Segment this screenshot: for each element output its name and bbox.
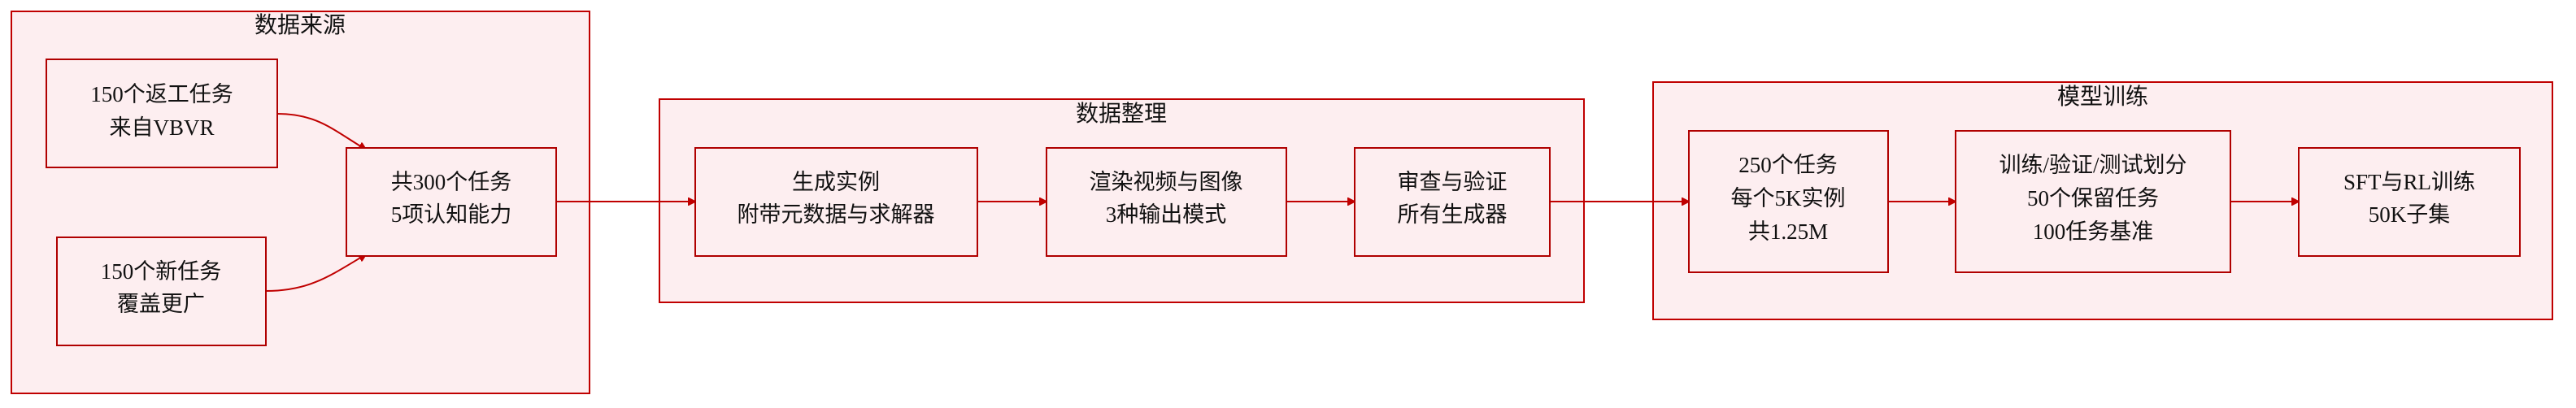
node-new-tasks-line1: 150个新任务 <box>101 259 222 284</box>
node-dataset-size-line2: 每个5K实例 <box>1731 186 1846 211</box>
node-split-line1: 训练/验证/测试划分 <box>1999 153 2187 177</box>
node-total-tasks: 共300个任务 5项认知能力 <box>346 147 557 257</box>
node-render-media-line1: 渲染视频与图像 <box>1090 170 1243 194</box>
node-review-validate: 审查与验证 所有生成器 <box>1354 147 1551 257</box>
node-returned-tasks: 150个返工任务 来自VBVR <box>46 59 278 168</box>
node-total-tasks-line1: 共300个任务 <box>391 170 512 194</box>
cluster-model-training-label: 模型训练 <box>2057 84 2148 110</box>
node-returned-tasks-line2: 来自VBVR <box>109 115 214 140</box>
node-generate-instances-line2: 附带元数据与求解器 <box>738 202 935 227</box>
node-review-validate-line2: 所有生成器 <box>1398 202 1508 227</box>
edge-returned-to-total <box>276 113 366 150</box>
node-render-media-line2: 3种输出模式 <box>1106 202 1227 227</box>
node-sft-rl-line2: 50K子集 <box>2369 202 2451 227</box>
node-sft-rl: SFT与RL训练 50K子集 <box>2298 147 2521 257</box>
edges <box>265 113 2299 292</box>
node-dataset-size-line3: 共1.25M <box>1748 219 1828 244</box>
node-returned-tasks-line1: 150个返工任务 <box>90 82 233 106</box>
cluster-data-processing-label: 数据整理 <box>1076 101 1167 127</box>
node-sft-rl-line1: SFT与RL训练 <box>2343 170 2475 194</box>
node-dataset-size-line1: 250个任务 <box>1738 153 1838 177</box>
node-generate-instances: 生成实例 附带元数据与求解器 <box>694 147 978 257</box>
node-generate-instances-line1: 生成实例 <box>792 170 880 194</box>
node-render-media: 渲染视频与图像 3种输出模式 <box>1046 147 1287 257</box>
node-review-validate-line1: 审查与验证 <box>1398 170 1508 194</box>
cluster-data-source-label: 数据来源 <box>255 12 346 38</box>
edge-new-to-total <box>265 254 366 292</box>
node-new-tasks: 150个新任务 覆盖更广 <box>56 237 267 346</box>
node-new-tasks-line2: 覆盖更广 <box>117 292 205 316</box>
node-split: 训练/验证/测试划分 50个保留任务 100任务基准 <box>1955 130 2231 273</box>
node-split-line3: 100任务基准 <box>2033 219 2154 244</box>
node-split-line2: 50个保留任务 <box>2027 186 2159 211</box>
node-dataset-size: 250个任务 每个5K实例 共1.25M <box>1688 130 1889 273</box>
node-total-tasks-line2: 5项认知能力 <box>391 202 512 227</box>
